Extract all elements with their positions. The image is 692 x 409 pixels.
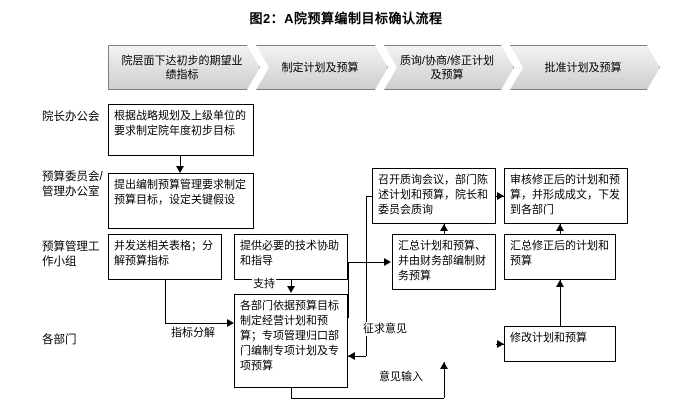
phase-band-4-label: 批准计划及预算 xyxy=(544,61,622,74)
connector-opinion-up xyxy=(444,362,445,398)
swimlane-label-4: 各部门 xyxy=(42,334,77,346)
phase-band-3-label: 质询/协商/修正计划及预算 xyxy=(399,54,495,81)
node-technical-support[interactable]: 提供必要的技术协助和指导 xyxy=(234,234,348,280)
node-consolidate-budget[interactable]: 汇总计划和预算、并由财务部编制财务预算 xyxy=(392,234,496,290)
arrowhead-opinion-input xyxy=(440,362,448,369)
node-initial-targets[interactable]: 根据战略规划及上级单位的要求制定院年度初步目标 xyxy=(108,104,254,156)
arrowhead-n3-n5 xyxy=(227,319,234,327)
connector-n3-to-n5 xyxy=(165,323,227,324)
arrowhead-n7-n5 xyxy=(348,352,355,360)
connector-opinion-input xyxy=(291,398,444,399)
arrowhead-n1-n2 xyxy=(176,166,184,173)
node-revise-plans[interactable]: 修改计划和预算 xyxy=(504,326,616,362)
page-title: 图2：A院预算编制目标确认流程 xyxy=(249,11,443,26)
arrowhead-n8-n9 xyxy=(556,280,564,287)
connector-n7-down xyxy=(366,196,367,356)
swimlane-label-1: 院长办公会 xyxy=(42,111,100,123)
phase-band-1: 院层面下达初步的期望业绩指标 xyxy=(108,45,260,90)
swimlane-label-3: 预算管理工作小组 xyxy=(42,241,100,268)
arrowhead-to-n8 xyxy=(497,340,504,348)
phase-band-1-label: 院层面下达初步的期望业绩指标 xyxy=(121,54,243,81)
arrowhead-n7-n10 xyxy=(497,192,504,200)
phase-band-3: 质询/协商/修正计划及预算 xyxy=(384,45,514,90)
node-department-plans[interactable]: 各部门依据预算目标制定经营计划和预算；专项管理归口部门编制专项计划及专项预算 xyxy=(234,294,348,388)
connector-to-n5-left xyxy=(348,356,366,357)
phase-band-4: 批准计划及预算 xyxy=(510,45,660,90)
node-review-meeting[interactable]: 召开质询会议，部门陈述计划和预算，院长和委员会质询 xyxy=(372,168,496,224)
edge-label-opinion-input: 意见输入 xyxy=(378,370,424,384)
connector-n5-bottom xyxy=(291,388,292,398)
node-budget-requirements[interactable]: 提出编制预算管理要求制定预算目标，设定关键假设 xyxy=(108,173,254,229)
arrowhead-n4-n5 xyxy=(287,286,295,293)
edge-label-support: 支持 xyxy=(252,277,276,291)
connector-n3-down xyxy=(165,280,166,323)
connector-n8-n9 xyxy=(560,280,561,326)
arrowhead-n6-n7 xyxy=(440,224,448,231)
connector-n5-up xyxy=(348,262,349,318)
connector-n1-n2 xyxy=(180,156,181,167)
edge-label-target-breakdown: 指标分解 xyxy=(170,326,216,340)
phase-band-2: 制定计划及预算 xyxy=(256,45,388,90)
node-distribute-forms[interactable]: 并发送相关表格；分解预算指标 xyxy=(108,234,222,280)
swimlane-label-2: 预算委员会/管理办公室 xyxy=(42,171,103,198)
node-consolidate-revised[interactable]: 汇总修正后的计划和预算 xyxy=(504,234,616,280)
connector-n4-n5 xyxy=(291,280,292,287)
arrowhead-n10-n9 xyxy=(556,224,564,231)
arrowhead-n5-n6 xyxy=(384,258,391,266)
node-approve-plans[interactable]: 审核修正后的计划和预算，并形成成文，下发到各部门 xyxy=(504,168,628,224)
connector-n7-left xyxy=(366,196,372,197)
edge-label-seek-opinion: 征求意见 xyxy=(362,322,408,336)
phase-band-2-label: 制定计划及预算 xyxy=(281,61,359,74)
